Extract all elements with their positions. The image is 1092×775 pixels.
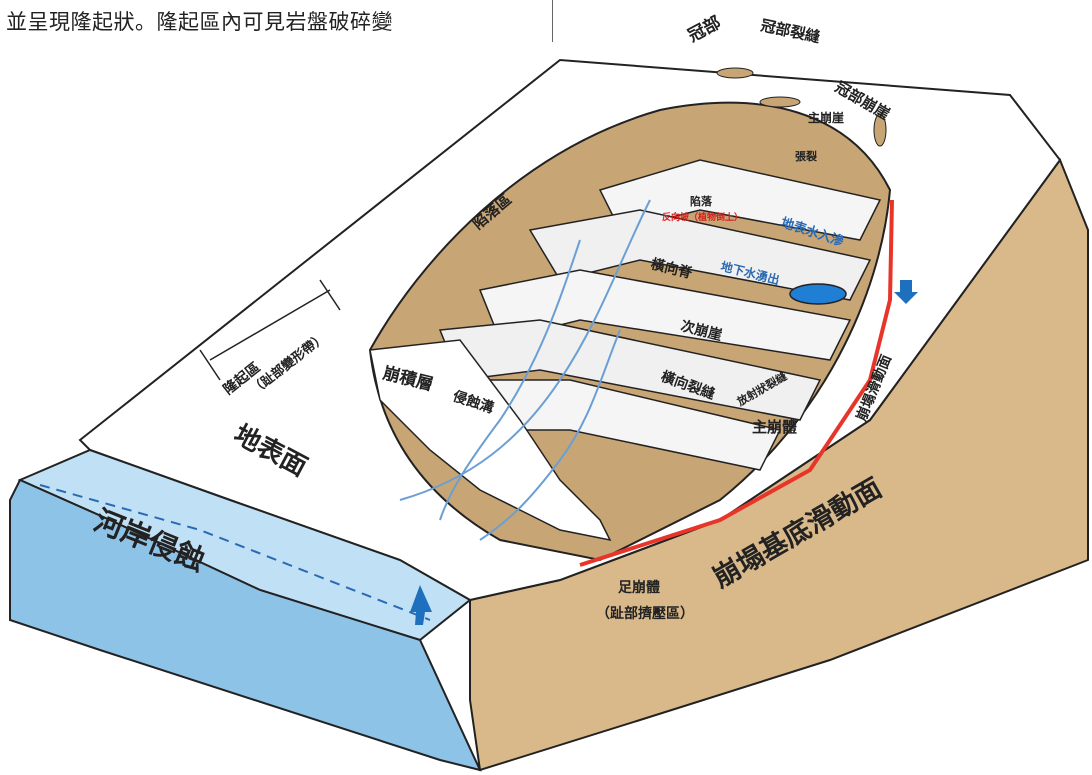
crown-crack-mark-3	[873, 113, 887, 147]
river-block-front	[9, 478, 482, 772]
label-crown-cracks: 冠部裂縫	[759, 16, 822, 46]
groundwater-pond	[789, 283, 847, 305]
label-tension-cracks: 張裂	[795, 149, 817, 163]
stream-3	[479, 329, 621, 541]
label-main-body: 主崩體	[752, 418, 797, 436]
crown-crack-mark-1	[716, 67, 754, 79]
down-arrow-icon	[894, 280, 918, 304]
label-counter-slope: 反向坡（植物倒上）	[662, 211, 743, 223]
stream-1	[399, 199, 651, 501]
uplift-dimension-line	[199, 279, 341, 381]
label-main-scarp: 主崩崖	[808, 110, 844, 125]
label-foot: 足崩體	[618, 579, 660, 596]
caption-divider	[552, 0, 553, 42]
caption-text: 並呈現隆起狀。隆起區內可見岩盤破碎變	[6, 10, 393, 34]
stream-2	[439, 239, 581, 521]
crown-crack-mark-2	[759, 96, 801, 108]
colluvium-lobe	[369, 339, 612, 542]
slide-surface-line	[579, 199, 894, 567]
label-crown: 冠部	[684, 12, 724, 47]
label-sinkhole: 陷落	[690, 194, 713, 208]
label-foot-sub: （趾部擠壓區）	[596, 605, 694, 622]
river-water-line	[39, 484, 431, 621]
up-arrow-icon	[410, 585, 432, 625]
